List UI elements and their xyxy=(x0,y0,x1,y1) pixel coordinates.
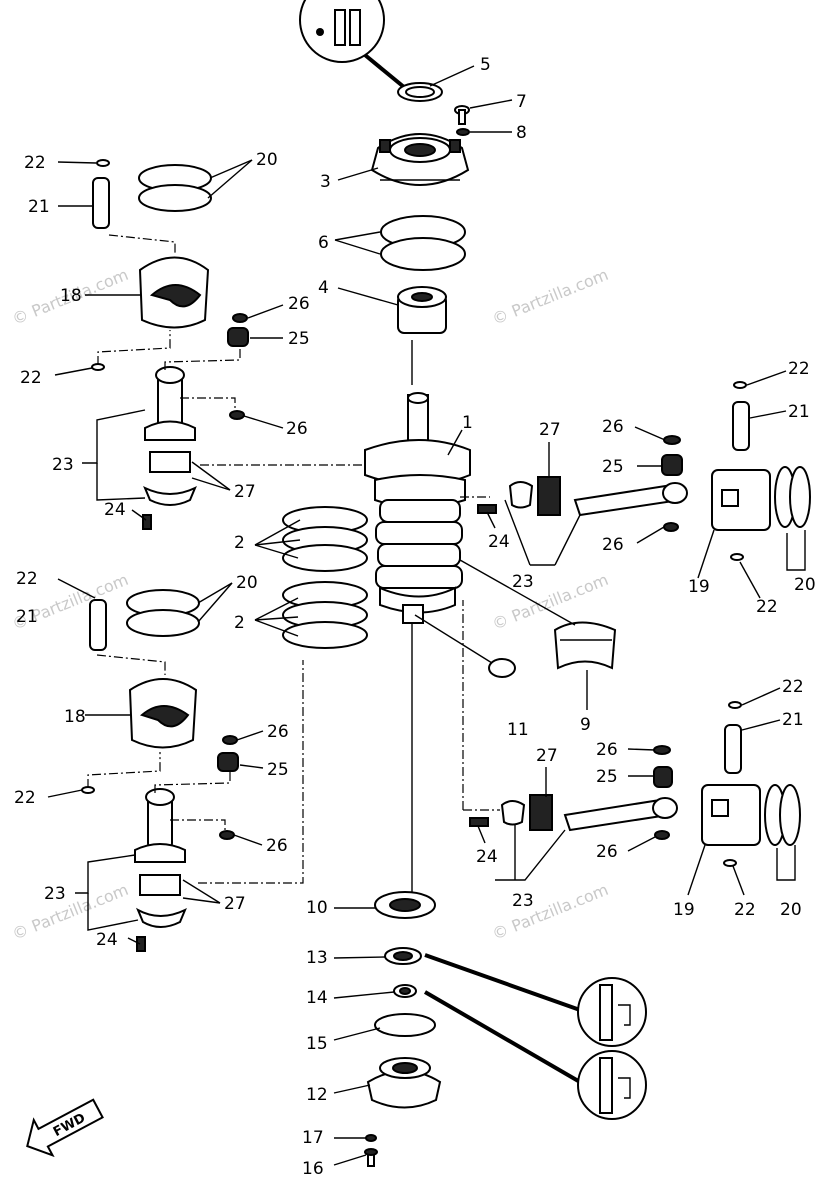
callout-11: 11 xyxy=(507,720,529,740)
callout-27: 27 xyxy=(536,746,558,766)
part-lower-housing-12 xyxy=(366,1057,442,1109)
callout-27: 27 xyxy=(539,420,561,440)
callout-7: 7 xyxy=(516,92,527,112)
callout-21: 21 xyxy=(28,197,50,217)
part-crankshaft xyxy=(364,392,471,624)
part-bolt-16 xyxy=(364,1148,378,1167)
callout-24: 24 xyxy=(96,930,118,950)
callout-19: 19 xyxy=(688,577,710,597)
callout-26: 26 xyxy=(267,722,289,742)
callout-27: 27 xyxy=(234,482,256,502)
part-bolt-7 xyxy=(454,105,470,125)
callout-26: 26 xyxy=(602,417,624,437)
part-o-ring-15 xyxy=(374,1013,436,1037)
callout-24: 24 xyxy=(476,847,498,867)
seal-lip-detail-icon xyxy=(618,1004,631,1026)
callout-27: 27 xyxy=(224,894,246,914)
piston-assembly-upper-left xyxy=(91,159,249,530)
callout-12: 12 xyxy=(306,1085,328,1105)
part-washer-17 xyxy=(365,1134,377,1142)
callout-26: 26 xyxy=(286,419,308,439)
callout-24: 24 xyxy=(104,500,126,520)
callout-17: 17 xyxy=(302,1128,324,1148)
seal-lip-detail-icon xyxy=(618,1077,631,1099)
callout-21: 21 xyxy=(788,402,810,422)
callout-23: 23 xyxy=(512,891,534,911)
callout-13: 13 xyxy=(306,948,328,968)
callout-18: 18 xyxy=(60,286,82,306)
callout-25: 25 xyxy=(602,457,624,477)
part-o-rings-6 xyxy=(380,215,466,271)
watermark-text: © Partzilla.com xyxy=(489,265,611,329)
callout-26: 26 xyxy=(288,294,310,314)
part-roller-bearing-4 xyxy=(397,286,447,334)
piston-assembly-lower-right xyxy=(469,701,801,867)
callout-4: 4 xyxy=(318,278,329,298)
callout-25: 25 xyxy=(267,760,289,780)
callout-19: 19 xyxy=(673,900,695,920)
leader-lines xyxy=(47,65,806,1166)
callout-16: 16 xyxy=(302,1159,324,1179)
callout-18: 18 xyxy=(64,707,86,727)
callout-6: 6 xyxy=(318,233,329,253)
callout-2: 2 xyxy=(234,533,245,553)
part-bearing-9 xyxy=(459,559,617,670)
top-detail-circle xyxy=(299,0,412,94)
callout-10: 10 xyxy=(306,898,328,918)
seal-lip-detail-upper xyxy=(424,953,647,1047)
callout-22: 22 xyxy=(782,677,804,697)
callout-15: 15 xyxy=(306,1034,328,1054)
fwd-arrow-icon: FWD xyxy=(26,1098,104,1158)
part-ring-11 xyxy=(488,658,516,678)
callout-22: 22 xyxy=(734,900,756,920)
callout-5: 5 xyxy=(480,55,491,75)
part-rings-stack-2 xyxy=(282,506,368,649)
callouts: 5 7 8 3 6 4 1 2 2 9 11 10 13 14 15 12 17… xyxy=(14,55,816,1179)
part-washer-8 xyxy=(456,128,470,136)
callout-22: 22 xyxy=(788,359,810,379)
callout-23: 23 xyxy=(52,455,74,475)
callout-22: 22 xyxy=(24,153,46,173)
callout-23: 23 xyxy=(512,572,534,592)
part-upper-bearing-housing xyxy=(370,133,470,186)
callout-24: 24 xyxy=(488,532,510,552)
callout-26: 26 xyxy=(596,842,618,862)
callout-20: 20 xyxy=(236,573,258,593)
piston-assembly-lower-left xyxy=(81,589,239,952)
watermark-text: © Partzilla.com xyxy=(489,880,611,944)
callout-21: 21 xyxy=(16,607,38,627)
callout-2: 2 xyxy=(234,613,245,633)
part-oil-seal-top xyxy=(397,82,443,102)
callout-26: 26 xyxy=(596,740,618,760)
callout-22: 22 xyxy=(14,788,36,808)
callout-21: 21 xyxy=(782,710,804,730)
callout-22: 22 xyxy=(16,569,38,589)
callout-9: 9 xyxy=(580,715,591,735)
part-seal-14 xyxy=(393,984,417,998)
callout-23: 23 xyxy=(44,884,66,904)
callout-14: 14 xyxy=(306,988,328,1008)
callout-25: 25 xyxy=(596,767,618,787)
piston-assembly-upper-right xyxy=(477,381,811,561)
callout-20: 20 xyxy=(794,575,816,595)
callout-1: 1 xyxy=(462,413,473,433)
callout-20: 20 xyxy=(780,900,802,920)
part-seal-13 xyxy=(384,947,422,965)
callout-8: 8 xyxy=(516,123,527,143)
callout-26: 26 xyxy=(266,836,288,856)
seal-lip-detail-lower xyxy=(423,990,647,1120)
callout-22: 22 xyxy=(20,368,42,388)
callout-22: 22 xyxy=(756,597,778,617)
callout-26: 26 xyxy=(602,535,624,555)
callout-25: 25 xyxy=(288,329,310,349)
callout-20: 20 xyxy=(256,150,278,170)
part-ball-bearing-10 xyxy=(374,891,436,919)
callout-3: 3 xyxy=(320,172,331,192)
